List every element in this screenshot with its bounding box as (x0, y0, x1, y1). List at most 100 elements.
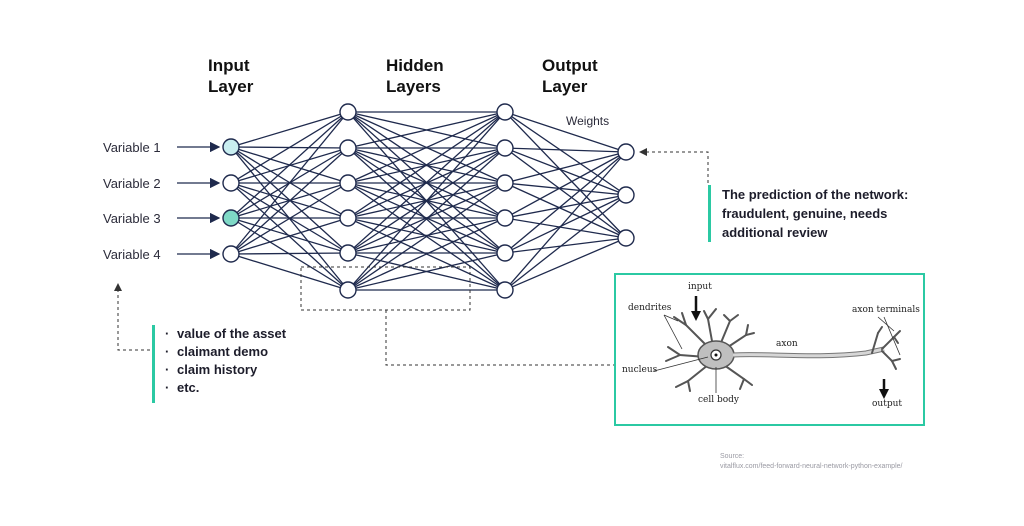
examples-pointer-arrow (114, 283, 150, 351)
hidden-2-node (496, 209, 514, 227)
output-node (617, 229, 635, 247)
hidden-1-node (339, 209, 357, 227)
connection-edge (347, 111, 506, 184)
connection-edge (230, 111, 349, 219)
connection-edge (504, 151, 627, 291)
connection-edge (230, 217, 349, 255)
connection-edge (347, 182, 506, 291)
source-url: vitalflux.com/feed-forward-neural-networ… (720, 463, 903, 470)
connection-edge (504, 194, 627, 219)
connection-edge (230, 111, 349, 255)
input-node (222, 245, 240, 263)
connection-edge (504, 151, 627, 254)
prediction-line-1: The prediction of the network: (722, 187, 909, 202)
connection-edge (230, 147, 349, 255)
variable-label-4: Variable 4 (103, 247, 161, 262)
neuron-label-dendrites: dendrites (628, 303, 672, 313)
connection-edge (504, 111, 627, 196)
connection-edge (230, 111, 349, 148)
prediction-line-2: fraudulent, genuine, needs (722, 206, 888, 221)
source-citation: Source: vitalflux.com/feed-forward-neura… (720, 452, 902, 472)
hidden-1-node (339, 174, 357, 192)
connection-edge (230, 182, 349, 255)
connection-edge (504, 147, 627, 196)
hidden-1-node (339, 281, 357, 299)
hidden-layers-title-line-1: Hidden (386, 56, 444, 75)
connection-edge (347, 147, 506, 291)
prediction-description: The prediction of the network: fraudulen… (708, 185, 948, 242)
example-item: value of the asset (165, 325, 332, 343)
source-label: Source: (720, 453, 745, 460)
connection-edge (504, 111, 627, 239)
input-node (222, 138, 240, 156)
neuron-label-axon: axon (776, 339, 798, 349)
neuron-label-output: output (872, 399, 903, 409)
connection-edge (504, 111, 627, 153)
connection-edge (504, 237, 627, 291)
hidden-1-node (339, 244, 357, 262)
prediction-pointer-arrow (639, 148, 709, 183)
hidden-2-node (496, 103, 514, 121)
input-arrows (177, 141, 221, 260)
output-layer-title: Output Layer (542, 55, 598, 97)
input-layer-title-line-1: Input (208, 56, 250, 75)
connection-edge (230, 111, 349, 184)
output-node (617, 186, 635, 204)
hidden-layers-title: Hidden Layers (386, 55, 444, 97)
neuron-label-axon-terminals: axon terminals (852, 305, 920, 315)
output-layer-title-line-2: Layer (542, 77, 588, 96)
network-connections (230, 111, 627, 291)
network-nodes (222, 103, 635, 299)
connection-edge (347, 182, 506, 254)
weights-label: Weights (566, 114, 610, 128)
hidden-1-node (339, 103, 357, 121)
hidden-2-node (496, 281, 514, 299)
connection-edge (230, 252, 349, 255)
connection-edge (504, 182, 627, 239)
connection-edge (504, 151, 627, 219)
example-variables-list: value of the asset claimant demo claim h… (152, 325, 332, 403)
hidden-1-node (339, 139, 357, 157)
connection-edge (347, 111, 506, 149)
example-item: claimant demo (165, 343, 332, 361)
hidden-layers-title-line-2: Layers (386, 77, 441, 96)
connection-edge (230, 253, 349, 291)
neuron-label-cell-body: cell body (698, 395, 740, 405)
connection-edge (504, 237, 627, 254)
hidden-2-node (496, 139, 514, 157)
example-item: claim history (165, 361, 332, 379)
connection-edge (504, 151, 627, 184)
connection-edge (347, 217, 506, 254)
example-item: etc. (165, 379, 332, 397)
connection-edge (347, 111, 506, 254)
connection-edge (347, 252, 506, 291)
neuron-label-nucleus: nucleus (622, 365, 658, 375)
variable-label-1: Variable 1 (103, 140, 161, 155)
neuron-label-input: input (688, 282, 712, 292)
connection-edge (504, 147, 627, 239)
biological-neuron-illustration (653, 296, 901, 399)
input-node (222, 174, 240, 192)
connection-edge (504, 217, 627, 239)
input-layer-title-line-2: Layer (208, 77, 254, 96)
connection-edge (347, 217, 506, 291)
output-layer-title-line-1: Output (542, 56, 598, 75)
box-to-neuron-connector (385, 310, 614, 366)
variable-label-2: Variable 2 (103, 176, 161, 191)
connection-edge (504, 182, 627, 196)
hidden-2-node (496, 244, 514, 262)
variable-label-3: Variable 3 (103, 211, 161, 226)
input-node (222, 209, 240, 227)
connection-edge (504, 194, 627, 291)
hidden-2-node (496, 174, 514, 192)
input-layer-title: Input Layer (208, 55, 253, 97)
connection-edge (347, 111, 506, 219)
connection-edge (504, 147, 627, 153)
connection-edge (504, 194, 627, 254)
biological-neuron-panel: input dendrites axon terminals axon nucl… (614, 273, 925, 426)
connection-edge (347, 111, 506, 291)
output-node (617, 143, 635, 161)
prediction-line-3: additional review (722, 225, 828, 240)
